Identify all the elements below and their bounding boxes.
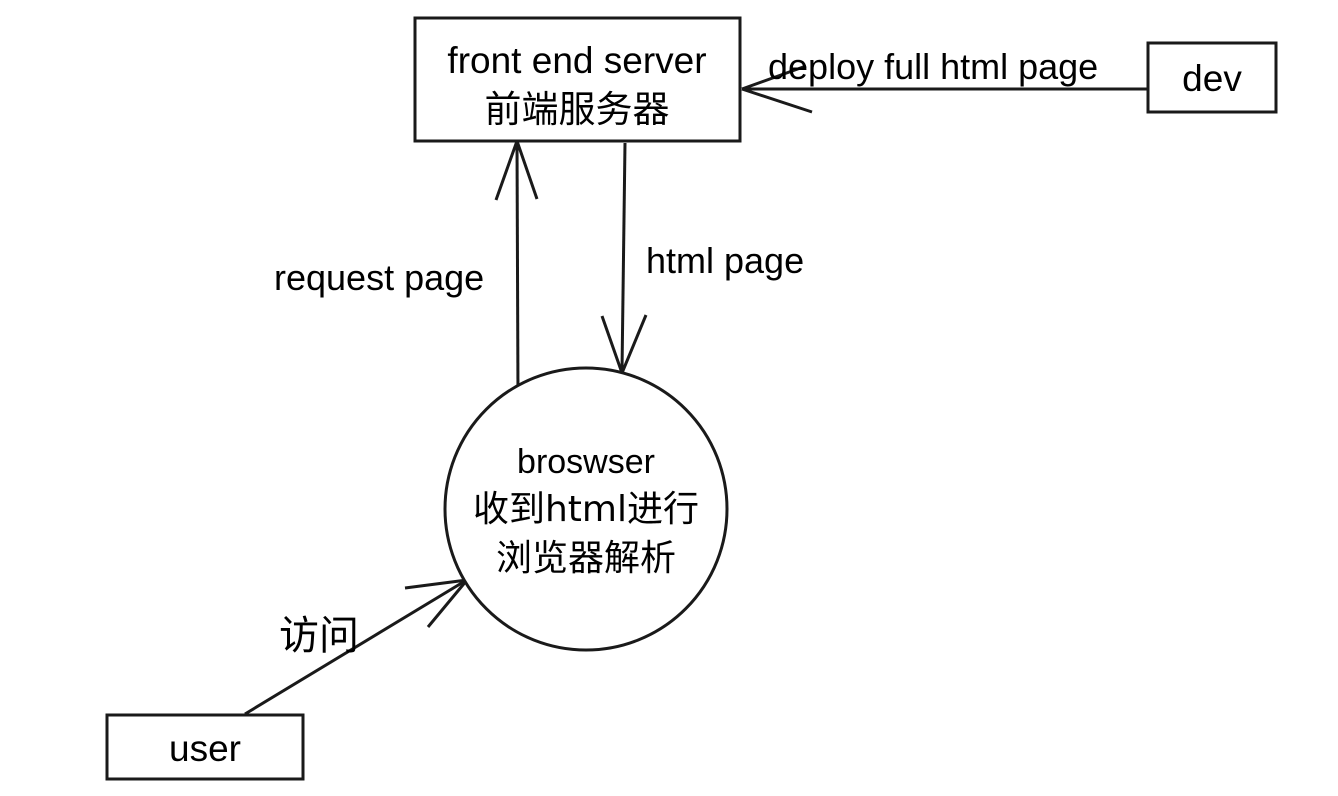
edge-html-line <box>620 142 627 372</box>
edge-request-line <box>515 142 520 399</box>
browser-label-cjk-2: 浏览器解析 <box>496 538 676 579</box>
edge-deploy-full-html-page <box>741 64 1147 114</box>
node-dev[interactable]: dev <box>1146 41 1278 114</box>
node-front-end-server[interactable]: front end server 前端服务器 <box>413 16 742 143</box>
edge-label-deploy-full-html-page: deploy full html page <box>768 46 1098 87</box>
edge-visit <box>244 578 469 716</box>
edge-deploy-arrowhead <box>741 64 813 114</box>
edge-label-visit: 访问 <box>279 613 359 659</box>
node-user[interactable]: user <box>105 713 305 781</box>
dev-label: dev <box>1182 58 1242 99</box>
edge-html-page <box>600 142 648 374</box>
edge-label-html-page: html page <box>646 240 804 281</box>
edge-html-arrowhead <box>600 314 648 374</box>
front-end-server-box[interactable] <box>413 16 742 143</box>
browser-label-en: broswser <box>517 443 655 481</box>
browser-circle[interactable] <box>443 366 729 652</box>
front-end-server-label-en: front end server <box>447 40 706 81</box>
edge-visit-line <box>244 579 466 716</box>
front-end-server-label-cjk: 前端服务器 <box>485 88 670 131</box>
dev-box[interactable] <box>1146 41 1278 114</box>
browser-label-cjk-1: 收到html进行 <box>473 489 699 530</box>
edge-visit-arrowhead <box>404 578 469 628</box>
user-box[interactable] <box>105 713 305 781</box>
edge-request-page <box>494 140 539 399</box>
user-label: user <box>169 728 241 769</box>
edge-label-request-page: request page <box>274 257 484 298</box>
edge-request-arrowhead <box>494 140 539 201</box>
node-browser[interactable]: broswser 收到html进行 浏览器解析 <box>443 366 729 652</box>
